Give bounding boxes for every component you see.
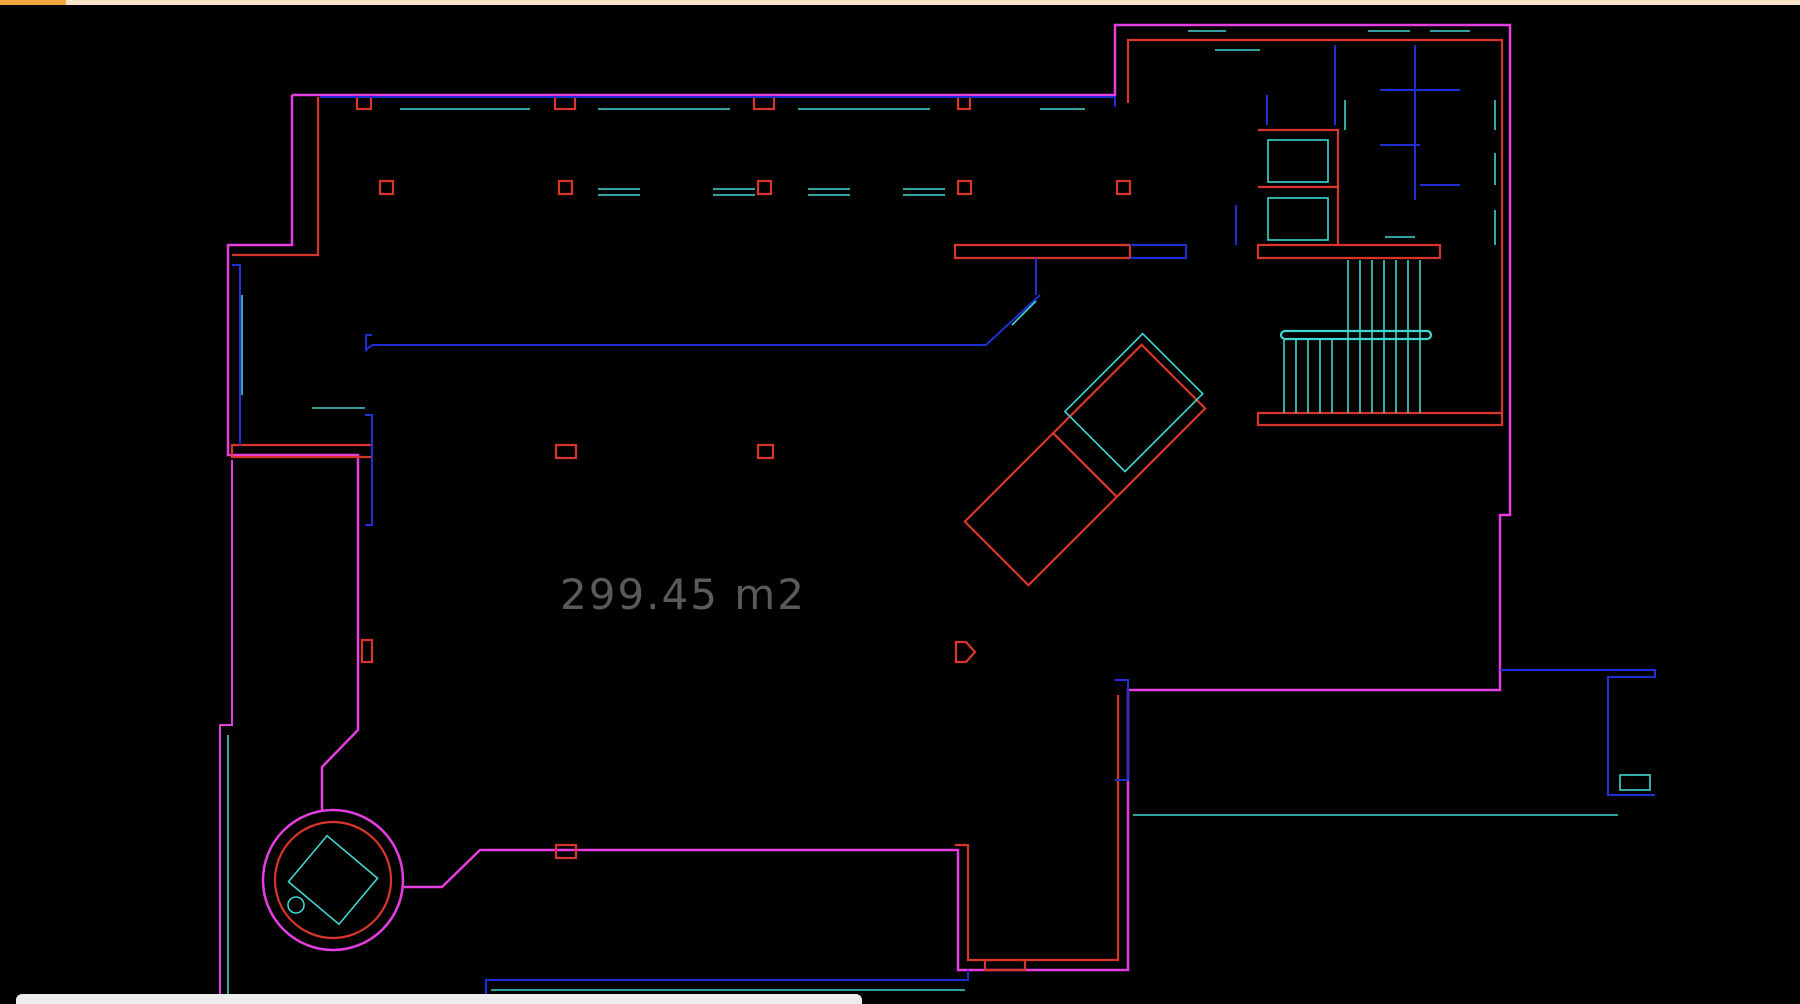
floor-plan-canvas[interactable]: 299.45 m2 <box>0 5 1800 995</box>
columns <box>355 95 1132 972</box>
active-tab-indicator[interactable] <box>0 0 66 5</box>
partition-walls <box>232 45 1656 995</box>
staircase <box>1279 260 1433 413</box>
inner-walls <box>230 38 1504 972</box>
windows-and-fixtures <box>227 30 1651 995</box>
top-toolbar-strip <box>0 0 1800 5</box>
area-label: 299.45 m2 <box>560 570 806 619</box>
exterior-wall <box>219 23 1512 995</box>
horizontal-scrollbar[interactable] <box>16 994 862 1004</box>
